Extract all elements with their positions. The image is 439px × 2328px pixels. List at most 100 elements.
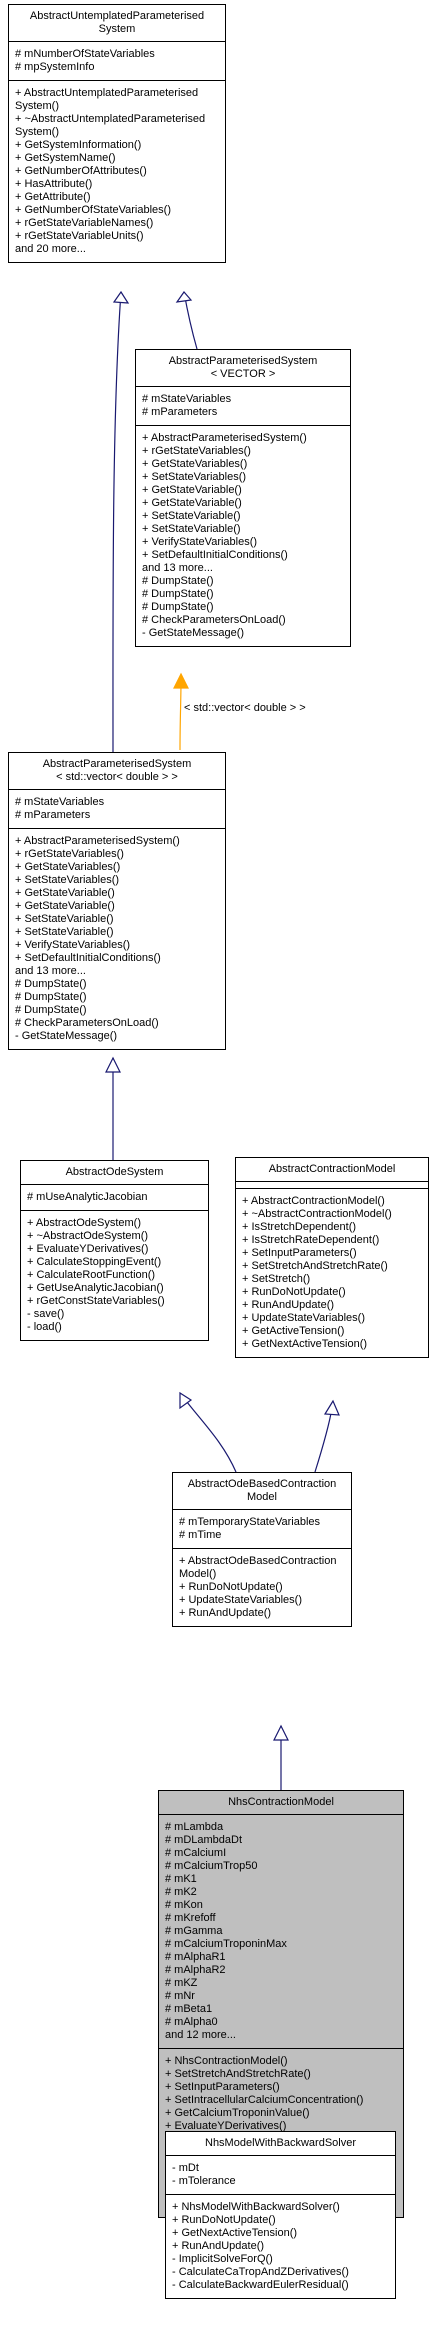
arrowhead-stdvector-to-untemplated bbox=[112, 290, 130, 304]
method-line: - load() bbox=[27, 1321, 62, 1333]
method-line: + SetStateVariables() bbox=[142, 471, 247, 483]
class-abstract-parameterised-system-vector[interactable]: AbstractParameterisedSystem< VECTOR ># m… bbox=[135, 349, 351, 647]
class-attributes: # mUseAnalyticJacobian bbox=[21, 1184, 208, 1210]
method-line: + SetStretchAndStretchRate() bbox=[242, 1260, 388, 1272]
attribute-line: # mCalciumTrop50 bbox=[165, 1860, 258, 1872]
class-nhs-model-with-backward-solver[interactable]: NhsModelWithBackwardSolver - mDt- mTolera… bbox=[165, 2131, 396, 2299]
method-line: + SetStateVariable() bbox=[142, 510, 241, 522]
method-line: + SetInputParameters() bbox=[242, 1247, 357, 1259]
method-line: - GetStateMessage() bbox=[15, 1030, 118, 1042]
method-line: System() bbox=[15, 126, 59, 138]
method-line: Model() bbox=[179, 1568, 217, 1580]
method-line: + NhsContractionModel() bbox=[165, 2055, 288, 2067]
method-line: - save() bbox=[27, 1308, 65, 1320]
method-line: + SetStretch() bbox=[242, 1273, 311, 1285]
class-abstract-parameterised-system-std-vector[interactable]: AbstractParameterisedSystem< std::vector… bbox=[8, 752, 226, 1050]
class-attributes: # mLambda# mDLambdaDt# mCalciumI# mCalci… bbox=[159, 1814, 403, 2048]
method-line: # DumpState() bbox=[15, 978, 87, 990]
method-line: + NhsModelWithBackwardSolver() bbox=[172, 2201, 340, 2213]
class-attributes: # mStateVariables# mParameters bbox=[9, 789, 225, 828]
attribute-line: # mAlpha0 bbox=[165, 2016, 218, 2028]
method-line: + ~AbstractContractionModel() bbox=[242, 1208, 392, 1220]
method-line: - CalculateCaTropAndZDerivatives() bbox=[172, 2266, 349, 2278]
class-attributes: # mStateVariables# mParameters bbox=[136, 386, 350, 425]
method-line: + UpdateStateVariables() bbox=[242, 1312, 366, 1324]
method-line: # DumpState() bbox=[142, 575, 214, 587]
method-line: - GetStateMessage() bbox=[142, 627, 245, 639]
method-line: + SetDefaultInitialConditions() bbox=[15, 952, 161, 964]
method-line: + SetStateVariables() bbox=[15, 874, 120, 886]
edge-odebased-to-odesystem bbox=[179, 1392, 237, 1473]
template-argument-label: < std::vector< double > > bbox=[184, 702, 306, 714]
class-abstract-ode-system[interactable]: AbstractOdeSystem # mUseAnalyticJacobian +… bbox=[20, 1160, 209, 1341]
method-line: + ~AbstractUntemplatedParameterised bbox=[15, 113, 206, 125]
class-methods: + AbstractParameterisedSystem()+ rGetSta… bbox=[9, 828, 225, 1049]
method-line: + GetStateVariable() bbox=[15, 900, 115, 912]
method-line: + rGetStateVariableUnits() bbox=[15, 230, 144, 242]
attribute-line: # mKrefoff bbox=[165, 1912, 216, 1924]
method-line: + GetStateVariable() bbox=[15, 887, 115, 899]
class-title-line: AbstractOdeSystem bbox=[65, 1166, 164, 1178]
class-title-line: AbstractContractionModel bbox=[268, 1163, 396, 1175]
arrowhead-odesystem-to-paramsystem bbox=[105, 1056, 121, 1073]
edge-odebased-to-contraction bbox=[314, 1407, 333, 1473]
attribute-line: # mStateVariables bbox=[15, 796, 105, 808]
method-line: + VerifyStateVariables() bbox=[15, 939, 131, 951]
attribute-line: # mK2 bbox=[165, 1886, 197, 1898]
method-line: + AbstractUntemplatedParameterised bbox=[15, 87, 199, 99]
method-line: + CalculateStoppingEvent() bbox=[27, 1256, 162, 1268]
method-line: + RunAndUpdate() bbox=[179, 1607, 272, 1619]
method-line: + AbstractOdeSystem() bbox=[27, 1217, 142, 1229]
method-line: + rGetConstStateVariables() bbox=[27, 1295, 165, 1307]
class-attributes: # mTemporaryStateVariables# mTime bbox=[173, 1509, 351, 1548]
method-line: + rGetStateVariableNames() bbox=[15, 217, 154, 229]
edge-stdvector-to-untemplated bbox=[112, 291, 122, 753]
attribute-line: # mTime bbox=[179, 1529, 222, 1541]
method-line: + GetStateVariable() bbox=[142, 497, 242, 509]
method-line: + SetStateVariable() bbox=[15, 913, 114, 925]
attribute-line: # mTemporaryStateVariables bbox=[179, 1516, 321, 1528]
attribute-line: # mParameters bbox=[142, 406, 218, 418]
method-line: + SetStateVariable() bbox=[15, 926, 114, 938]
class-title: AbstractOdeSystem bbox=[21, 1161, 208, 1184]
method-line: + SetStateVariable() bbox=[142, 523, 241, 535]
method-line: + GetAttribute() bbox=[15, 191, 91, 203]
method-line: + SetDefaultInitialConditions() bbox=[142, 549, 288, 561]
arrowhead-vector-to-untemplated bbox=[175, 291, 193, 303]
class-title: NhsModelWithBackwardSolver bbox=[166, 2132, 395, 2155]
method-line: + HasAttribute() bbox=[15, 178, 93, 190]
attribute-line: # mBeta1 bbox=[165, 2003, 213, 2015]
method-line: + SetIntracellularCalciumConcentration() bbox=[165, 2094, 364, 2106]
class-title: AbstractParameterisedSystem< VECTOR > bbox=[136, 350, 350, 386]
method-line: + GetSystemName() bbox=[15, 152, 116, 164]
method-line: + SetInputParameters() bbox=[165, 2081, 280, 2093]
method-line: + GetStateVariables() bbox=[15, 861, 121, 873]
attribute-line: # mCalciumI bbox=[165, 1847, 227, 1859]
method-line: + AbstractContractionModel() bbox=[242, 1195, 385, 1207]
class-attributes: - mDt- mTolerance bbox=[166, 2155, 395, 2194]
class-title: NhsContractionModel bbox=[159, 1791, 403, 1814]
class-title-line: < VECTOR > bbox=[210, 368, 276, 380]
attribute-line: # mUseAnalyticJacobian bbox=[27, 1191, 148, 1203]
attribute-line: # mStateVariables bbox=[142, 393, 232, 405]
class-abstract-contraction-model[interactable]: AbstractContractionModel + AbstractContra… bbox=[235, 1157, 429, 1358]
attribute-line: # mAlphaR1 bbox=[165, 1951, 226, 1963]
class-title: AbstractContractionModel bbox=[236, 1158, 428, 1181]
method-line: + GetNumberOfStateVariables() bbox=[15, 204, 171, 216]
attribute-line: # mNr bbox=[165, 1990, 195, 2002]
attribute-line: # mGamma bbox=[165, 1925, 223, 1937]
class-title-line: NhsModelWithBackwardSolver bbox=[205, 2137, 356, 2149]
class-attributes bbox=[236, 1181, 428, 1188]
method-line: and 13 more... bbox=[15, 965, 86, 977]
method-line: + IsStretchRateDependent() bbox=[242, 1234, 380, 1246]
class-methods: + AbstractOdeSystem()+ ~AbstractOdeSyste… bbox=[21, 1210, 208, 1340]
attribute-line: - mDt bbox=[172, 2162, 199, 2174]
method-line: + rGetStateVariables() bbox=[15, 848, 124, 860]
method-line: + VerifyStateVariables() bbox=[142, 536, 258, 548]
attribute-line: # mKZ bbox=[165, 1977, 198, 1989]
attribute-line: # mpSystemInfo bbox=[15, 61, 95, 73]
